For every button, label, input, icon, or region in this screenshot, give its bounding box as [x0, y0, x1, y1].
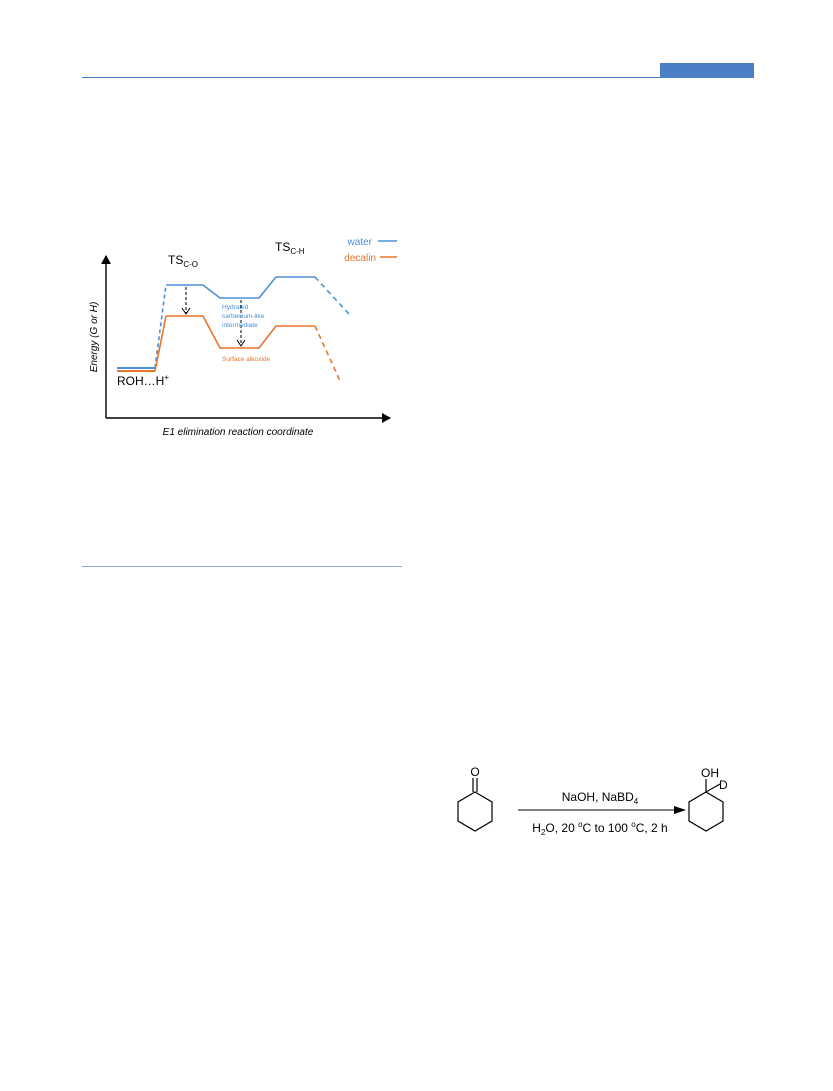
legend-decalin-label: decalin — [344, 253, 376, 264]
series-decalin — [154, 315, 342, 384]
start-label: ROH…H+ — [117, 373, 169, 388]
product-d: D — [719, 778, 728, 792]
solvation-arrow-int-head — [236, 339, 246, 347]
header-rule — [82, 77, 754, 78]
annotation-water: Hydrated carbenium-like intermediate — [222, 304, 266, 329]
product-cyclohexanol — [688, 779, 724, 832]
section-divider — [82, 566, 402, 567]
annotation-decalin: Surface alkoxide — [222, 356, 270, 363]
ts-ch-label: TSC-H — [275, 240, 305, 256]
reagent-below: H2O, 20 oC to 100 oC, 2 h — [532, 820, 667, 837]
reactant-cyclohexanone — [457, 778, 493, 832]
solvation-arrow-ts-head — [181, 307, 191, 315]
series-water — [154, 276, 350, 369]
ts-co-label: TSC-O — [168, 253, 198, 269]
reagent-above: NaOH, NaBD4 — [562, 790, 639, 806]
reaction-arrow-head — [674, 806, 686, 814]
y-axis-label: Energy (G or H) — [89, 302, 100, 373]
reactant-oxygen: O — [470, 765, 479, 779]
product-oh: OH — [701, 766, 719, 780]
header-tab — [660, 63, 754, 77]
x-axis-label: E1 elimination reaction coordinate — [163, 427, 314, 438]
legend-water-label: water — [347, 237, 373, 248]
